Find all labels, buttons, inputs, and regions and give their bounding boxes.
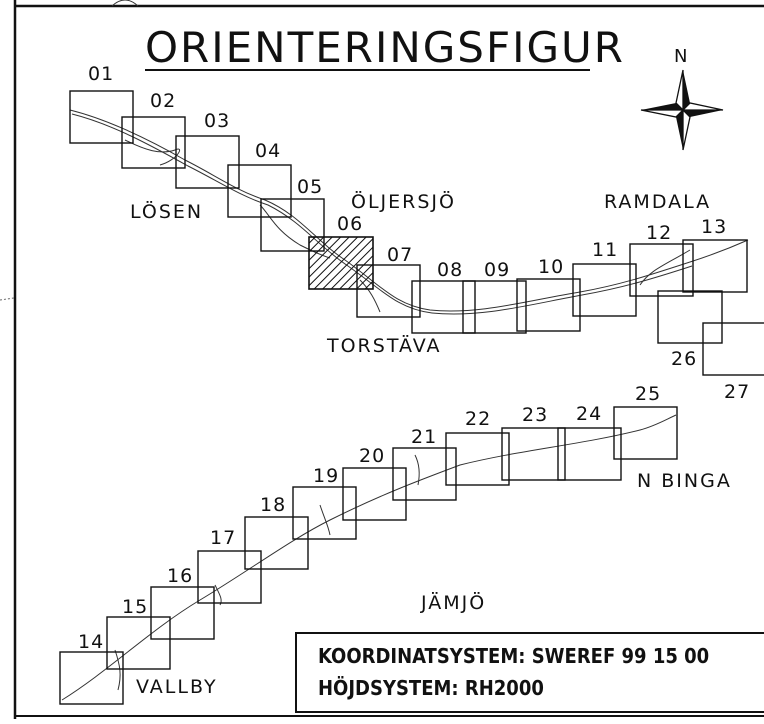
sheet-label-07: 07 <box>387 244 413 266</box>
sheet-12 <box>629 243 694 297</box>
place-vallby: VALLBY <box>136 676 218 698</box>
sheet-15 <box>106 616 171 670</box>
sheet-11 <box>572 263 637 317</box>
edge-tick <box>0 297 15 301</box>
sheet-08 <box>411 280 476 334</box>
sheet-label-22: 22 <box>465 408 491 430</box>
sheet-17 <box>197 550 262 604</box>
sheet-label-06: 06 <box>337 213 363 235</box>
place-n-binga: N BINGA <box>637 470 732 492</box>
sheet-06-highlight <box>308 236 374 290</box>
sheet-22 <box>445 432 510 486</box>
sheet-20 <box>342 467 407 521</box>
sheet-03 <box>175 135 240 189</box>
north-arrow-icon: N <box>640 46 724 151</box>
sheet-label-08: 08 <box>437 259 463 281</box>
frame-mark <box>111 0 139 7</box>
sheet-26 <box>657 290 723 344</box>
sheet-label-17: 17 <box>210 527 236 549</box>
sheet-label-23: 23 <box>522 404 548 426</box>
sheet-21 <box>392 447 457 501</box>
sheet-label-13: 13 <box>701 216 727 238</box>
sheet-16 <box>150 586 215 640</box>
sheet-label-24: 24 <box>576 403 602 425</box>
sheet-02 <box>121 116 186 169</box>
sheet-label-19: 19 <box>313 465 339 487</box>
road-lines-south <box>61 414 677 701</box>
sheet-label-14: 14 <box>78 631 104 653</box>
sheet-18 <box>244 516 309 570</box>
sheet-label-01: 01 <box>88 63 114 85</box>
sheet-23 <box>501 427 566 481</box>
sheet-label-04: 04 <box>255 140 281 162</box>
sheet-27 <box>702 322 764 376</box>
place-oljersjo: ÖLJERSJÖ <box>351 190 456 213</box>
sheet-04 <box>227 164 292 218</box>
page-title: ORIENTERINGSFIGUR <box>145 23 625 72</box>
place-losen: LÖSEN <box>130 200 203 223</box>
place-names: LÖSEN ÖLJERSJÖ RAMDALA TORSTÄVA N BINGA … <box>130 190 732 698</box>
sheet-05 <box>260 198 325 252</box>
info-box: KOORDINATSYSTEM: SWEREF 99 15 00 HÖJDSYS… <box>295 632 764 713</box>
height-system-label: HÖJDSYSTEM: RH2000 <box>318 676 544 700</box>
sheet-25 <box>613 406 678 460</box>
sheet-label-16: 16 <box>167 565 193 587</box>
sheet-grid <box>59 90 764 705</box>
sheet-label-21: 21 <box>411 426 437 448</box>
sheet-label-09: 09 <box>484 259 510 281</box>
coordinate-system-label: KOORDINATSYSTEM: SWEREF 99 15 00 <box>318 644 709 668</box>
sheet-13 <box>682 239 748 293</box>
sheet-07 <box>356 264 421 318</box>
sheet-label-05: 05 <box>297 176 323 198</box>
sheet-label-25: 25 <box>635 383 661 405</box>
sheet-label-20: 20 <box>359 445 385 467</box>
sheet-label-15: 15 <box>122 596 148 618</box>
sheet-label-26: 26 <box>671 348 697 370</box>
place-ramdala: RAMDALA <box>604 191 711 213</box>
place-jamjo: JÄMJÖ <box>420 591 486 614</box>
sheet-14 <box>59 651 124 705</box>
north-label: N <box>674 46 687 67</box>
sheet-10 <box>516 278 581 332</box>
sheet-label-11: 11 <box>592 239 618 261</box>
sheet-label-18: 18 <box>260 494 286 516</box>
sheet-label-10: 10 <box>538 256 564 278</box>
sheet-label-03: 03 <box>204 110 230 132</box>
sheet-label-27: 27 <box>724 381 750 403</box>
place-torstava: TORSTÄVA <box>326 334 442 357</box>
sheet-label-02: 02 <box>150 90 176 112</box>
sheet-19 <box>292 486 357 540</box>
sheet-label-12: 12 <box>646 222 672 244</box>
sheet-09 <box>462 280 527 334</box>
sheet-24 <box>557 427 622 481</box>
sheet-labels: 01 02 03 04 05 06 07 08 09 10 11 12 13 1… <box>78 63 750 653</box>
